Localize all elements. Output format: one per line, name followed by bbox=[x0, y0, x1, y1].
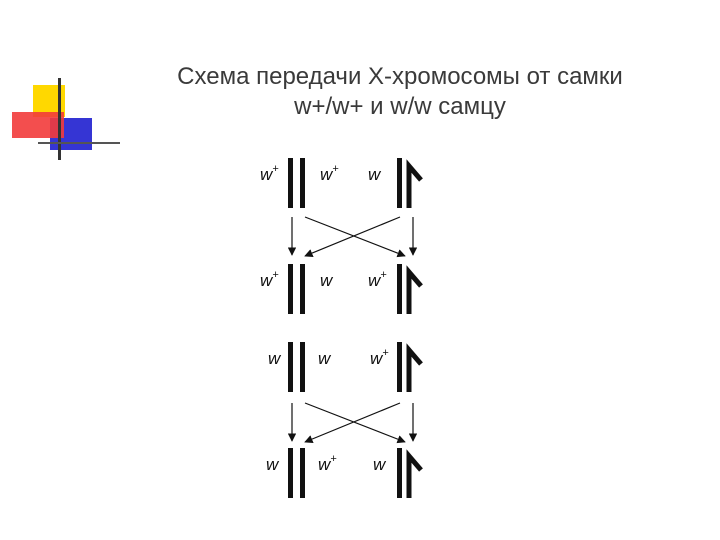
label-f1-male: w+ bbox=[368, 269, 387, 290]
title-line-1: Схема передачи X-хромосомы от самки bbox=[177, 63, 623, 90]
chromosome-x-right bbox=[300, 342, 305, 392]
chromosome-x-male bbox=[397, 448, 402, 498]
chromosome-x-male bbox=[397, 264, 402, 314]
chromosome-x-right bbox=[300, 448, 305, 498]
chromosome-x-right bbox=[300, 264, 305, 314]
chromosome-y-male bbox=[406, 159, 423, 208]
title-line-2: w+/w+ и w/w самцу bbox=[294, 93, 506, 120]
chromosome-x-male bbox=[397, 158, 402, 208]
logo-red-bar bbox=[12, 112, 64, 138]
generation-p2: w w w+ bbox=[268, 342, 423, 392]
chromosome-x-male bbox=[397, 342, 402, 392]
title-underline bbox=[38, 142, 120, 144]
chromosome-y-male bbox=[406, 449, 423, 498]
generation-f2: w w+ w bbox=[266, 448, 423, 498]
generation-p1: w+ w+ w bbox=[260, 158, 423, 208]
chromosome-y-male bbox=[406, 265, 423, 314]
label-f2-male: w bbox=[373, 455, 387, 474]
chromosome-y-male bbox=[406, 343, 423, 392]
label-p1-female-right: w+ bbox=[320, 163, 339, 184]
arrow-cross-to-left bbox=[304, 216, 401, 258]
inheritance-arrows-2 bbox=[287, 402, 418, 444]
arrow-cross-to-left bbox=[304, 402, 401, 444]
chromosome-x-left bbox=[288, 448, 293, 498]
label-p2-female-left: w bbox=[268, 349, 282, 368]
label-f2-female-left: w bbox=[266, 455, 280, 474]
label-f2-female-right: w+ bbox=[318, 453, 337, 474]
page-title: Схема передачи X-хромосомы от самки w+/w… bbox=[120, 62, 680, 122]
generation-f1: w+ w w+ bbox=[260, 264, 423, 314]
chromosome-x-right bbox=[300, 158, 305, 208]
inheritance-arrows-1 bbox=[287, 216, 418, 258]
corner-squares-logo-icon bbox=[12, 78, 120, 160]
arrow-cross-to-right bbox=[304, 216, 406, 258]
logo-vertical-line bbox=[58, 78, 61, 160]
label-p2-male: w+ bbox=[370, 347, 389, 368]
label-f1-female-left: w+ bbox=[260, 269, 279, 290]
arrow-cross-to-right bbox=[304, 402, 406, 444]
label-f1-female-right: w bbox=[320, 271, 334, 290]
chromosome-x-left bbox=[288, 158, 293, 208]
chromosome-x-left bbox=[288, 342, 293, 392]
chromosome-x-left bbox=[288, 264, 293, 314]
label-p1-female-left: w+ bbox=[260, 163, 279, 184]
label-p1-male: w bbox=[368, 165, 382, 184]
label-p2-female-right: w bbox=[318, 349, 332, 368]
